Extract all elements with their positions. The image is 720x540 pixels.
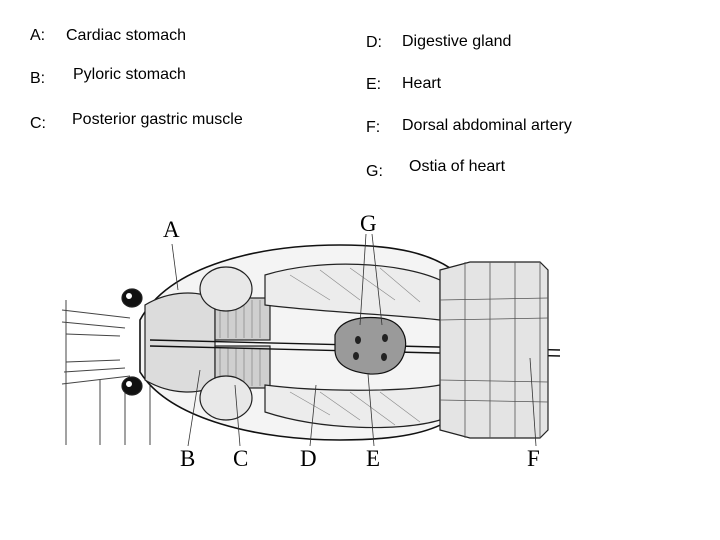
legend-label-cardiac-stomach: Cardiac stomach [66, 27, 187, 44]
cardiac-stomach [144, 292, 216, 393]
eye-lower [121, 376, 143, 396]
figure-label-e: E [366, 446, 381, 471]
antennae [61, 300, 151, 445]
legend-key-c: C: [30, 115, 46, 132]
figure-label-f: F [527, 446, 540, 471]
legend-label-digestive-gland: Digestive gland [402, 33, 512, 50]
eye-upper [121, 288, 143, 308]
abdomen-segments [439, 262, 549, 438]
leader-lines [171, 233, 537, 447]
legend-key-f: F: [366, 119, 381, 136]
drawing [61, 233, 561, 447]
figure-label-b: B [180, 446, 196, 471]
legend-key-b: B: [30, 70, 46, 87]
figure-label-a: A [163, 217, 180, 242]
legend-key-g: G: [366, 163, 383, 180]
heart [334, 316, 407, 375]
legend-key-a: A: [30, 27, 46, 44]
legend-label-ostia-of-heart: Ostia of heart [409, 158, 506, 175]
abdomen [439, 261, 549, 439]
legend-key-e: E: [366, 76, 382, 93]
legend-label-dorsal-abdominal-artery: Dorsal abdominal artery [402, 117, 572, 134]
legend-label-pyloric-stomach: Pyloric stomach [73, 66, 186, 83]
figure-label-c: C [233, 446, 249, 471]
gastric-muscle-hatching [219, 300, 261, 386]
pyloric-stomach-lower [199, 375, 253, 421]
figure-label-g: G [360, 211, 377, 236]
heart-ostia [353, 334, 388, 361]
figure-label-d: D [300, 446, 317, 471]
legend-label-posterior-gastric-muscle: Posterior gastric muscle [72, 111, 243, 128]
gland-lines [289, 267, 421, 426]
legend-key-d: D: [366, 34, 382, 51]
pyloric-stomach-upper [199, 266, 253, 312]
legend-label-heart: Heart [402, 75, 442, 92]
